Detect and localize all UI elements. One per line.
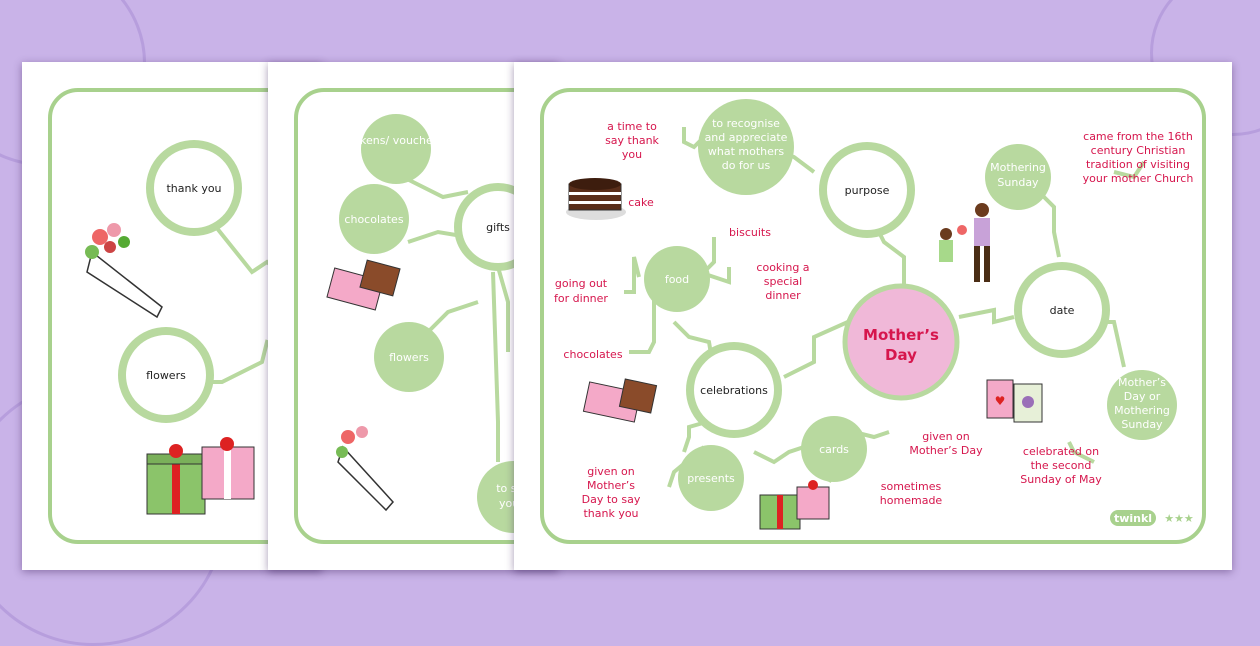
node-label: do for us [722, 159, 771, 172]
label-time-to-say: you [622, 148, 642, 161]
node-mothers-day-or [1107, 370, 1177, 440]
node-label: thank you [166, 182, 221, 195]
label-chocolates: chocolates [563, 348, 622, 361]
node-label: gifts [486, 221, 510, 234]
node-label: to recognise [712, 117, 780, 130]
node-label: date [1050, 304, 1075, 317]
label-celebrated: celebrated on [1023, 445, 1099, 458]
label-cooking: dinner [765, 289, 801, 302]
label-sometimes: homemade [880, 494, 943, 507]
node-thank-you [146, 140, 242, 236]
label-came-from: came from the 16th [1083, 130, 1193, 143]
node-label: celebrations [700, 384, 768, 397]
label-cooking: cooking a [756, 261, 809, 274]
node-date [1014, 262, 1110, 358]
node-purpose [819, 142, 915, 238]
worksheet-1-map: thank you flowers [85, 140, 298, 515]
node-presents [678, 445, 744, 511]
node-flowers [374, 322, 444, 392]
svg-text:♥: ♥ [995, 394, 1006, 408]
mind-map: Mother’s Day purpose celebrations date t… [554, 99, 1194, 530]
worksheet-frame [540, 88, 1206, 544]
node-label: Sunday [997, 176, 1039, 189]
label-celebrated: Sunday of May [1020, 473, 1102, 486]
node-label: Mothering [990, 161, 1046, 174]
node-cards [801, 416, 867, 482]
cake-icon [566, 178, 626, 220]
node-tokens-vouchers [361, 114, 431, 184]
chocolate-bar-icon [582, 378, 658, 423]
cards-icon: ♥ [986, 379, 1043, 423]
node-label: presents [687, 472, 735, 485]
label-celebrated: the second [1031, 459, 1092, 472]
bouquet-icon [336, 426, 395, 512]
node-recognise [698, 99, 794, 195]
node-label: flowers [389, 351, 429, 364]
node-label: food [665, 273, 689, 286]
twinkl-logo-icon: twinkl [1110, 510, 1156, 526]
label-going-out: going out [555, 277, 608, 290]
label-cooking: special [764, 275, 802, 288]
node-label: flowers [146, 369, 186, 382]
label-came-from: your mother Church [1083, 172, 1194, 185]
node-flowers [118, 327, 214, 423]
center-label: Mother’s [863, 326, 939, 344]
node-label: and appreciate [705, 131, 788, 144]
label-given-on-card: given on [922, 430, 970, 443]
label-cake: cake [628, 196, 654, 209]
label-biscuits: biscuits [729, 226, 771, 239]
stars-rating: ★★★ [1164, 512, 1194, 525]
node-mothering-sunday [985, 144, 1051, 210]
label-given-on-present: given on [587, 465, 635, 478]
label-given-on-present: thank you [583, 507, 638, 520]
node-celebrations [686, 342, 782, 438]
worksheet-main: Mother’s Day purpose celebrations date t… [514, 62, 1232, 570]
center-label: Day [885, 346, 917, 364]
label-given-on-card: Mother’s Day [909, 444, 983, 457]
label-given-on-present: Mother’s [587, 479, 635, 492]
logo-text: twinkl [1114, 512, 1152, 525]
node-label: Mother’s [1118, 376, 1166, 389]
label-came-from: century Christian [1091, 144, 1186, 157]
node-label: what mothers [708, 145, 785, 158]
node-label: tokens/ vouchers [349, 134, 443, 147]
presents-icon [146, 437, 255, 515]
node-chocolates [339, 184, 409, 254]
node-label: chocolates [344, 213, 403, 226]
label-given-on-present: Day to say [582, 493, 641, 506]
node-label: purpose [845, 184, 890, 197]
node-label: cards [819, 443, 849, 456]
mother-and-child-icon [939, 203, 990, 282]
node-label: Day or [1124, 390, 1161, 403]
node-food [644, 246, 710, 312]
label-time-to-say: a time to [607, 120, 657, 133]
presents-icon [759, 480, 830, 530]
label-time-to-say: say thank [605, 134, 659, 147]
label-sometimes: sometimes [881, 480, 942, 493]
bouquet-icon [85, 223, 163, 319]
node-label: Sunday [1121, 418, 1163, 431]
chocolate-bar-icon [326, 259, 401, 311]
node-label: Mothering [1114, 404, 1170, 417]
node-center-mothers-day [842, 283, 960, 401]
label-came-from: tradition of visiting [1086, 158, 1190, 171]
label-going-out: for dinner [554, 292, 608, 305]
